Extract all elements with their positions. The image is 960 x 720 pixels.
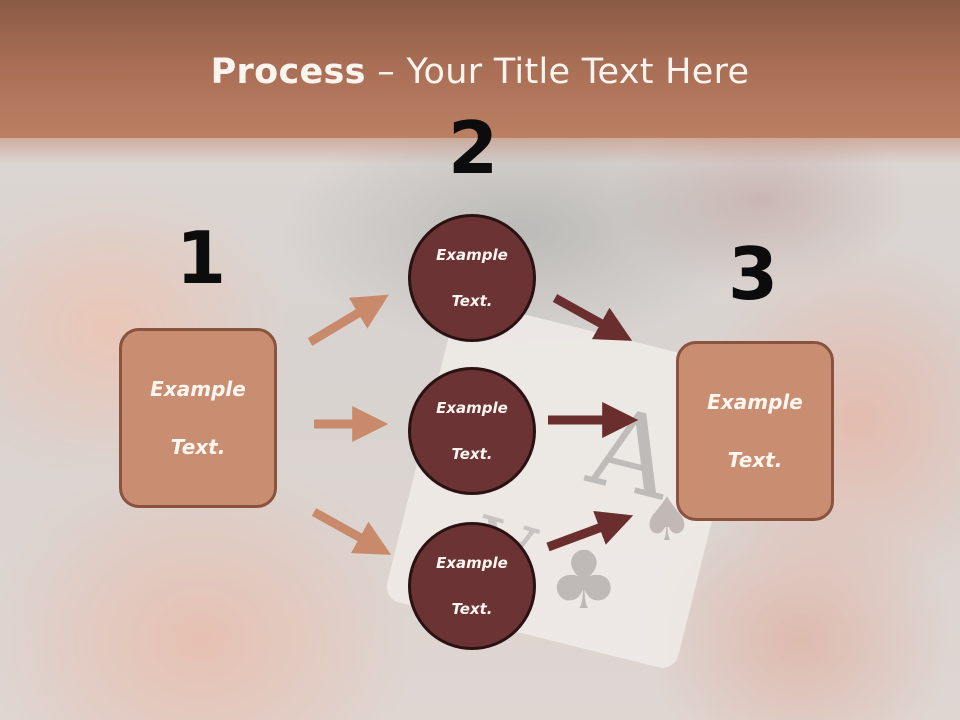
title-bar [0, 0, 960, 164]
page-title-rest: – Your Title Text Here [365, 52, 750, 92]
svg-text:♣: ♣ [548, 534, 620, 627]
step-number-2: 2 [448, 106, 499, 190]
top-circle-line2: Text. [451, 291, 493, 310]
right-box-line1: Example [707, 389, 803, 414]
step-number-3: 3 [728, 232, 779, 316]
bottom-circle-line2: Text. [451, 599, 493, 618]
bottom-circle-line1: Example [436, 553, 508, 572]
right-box-line2: Text. [727, 447, 783, 472]
left-box-line1: Example [150, 376, 246, 401]
step-number-1: 1 [176, 216, 227, 300]
page-title-bold: Process [210, 52, 366, 92]
arrow-left-to-bot [311, 508, 392, 555]
middle-circle-line1: Example [436, 398, 508, 417]
arrow-left-to-top [307, 294, 389, 346]
top-circle-line1: Example [436, 245, 508, 264]
arrow-top-to-right [552, 294, 633, 341]
middle-circle-line2: Text. [451, 444, 493, 463]
page-title: Process – Your Title Text Here [0, 52, 960, 92]
left-box-line2: Text. [170, 434, 226, 459]
arrow-bot-to-right [546, 511, 634, 552]
